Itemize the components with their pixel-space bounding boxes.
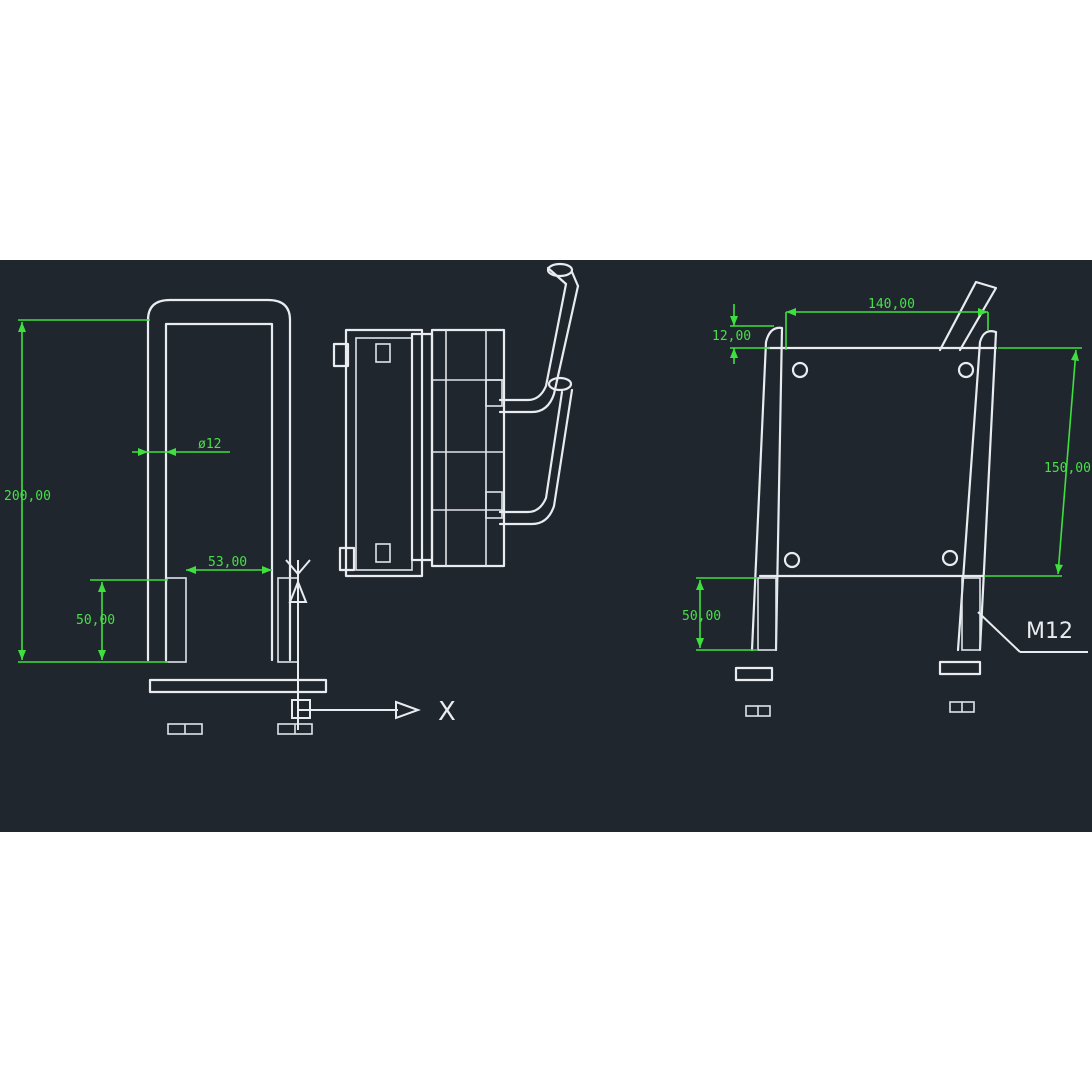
front-view-u-bolt — [146, 298, 328, 735]
thread-leader: M12 — [977, 611, 1088, 653]
dim-thread-length-front: 50,00 — [76, 613, 115, 628]
right-view-dimensions: 140,00 12,00 150,00 50,00 — [682, 297, 1091, 651]
right-view-plate — [734, 280, 998, 717]
cad-drawing-canvas: 200,00 ø12 53,00 50,00 X Y — [0, 260, 1092, 832]
thread-label: M12 — [1026, 619, 1073, 644]
dim-width: 140,00 — [868, 297, 915, 312]
plate-hole-top-left — [791, 361, 809, 379]
right-washer-right — [938, 660, 982, 676]
plate-hole-top-right — [957, 361, 975, 379]
plate-hole-bottom-right — [941, 549, 959, 567]
side-view-clamp-assembly — [332, 262, 580, 578]
dim-hole-spacing: 150,00 — [1044, 461, 1091, 476]
left-thread-leg — [165, 577, 187, 663]
dim-thread-length-right: 50,00 — [682, 609, 721, 624]
ucs-x-label: X — [438, 697, 456, 727]
front-view-dimensions: 200,00 ø12 53,00 50,00 — [4, 319, 272, 663]
front-clamp-plate — [148, 678, 328, 694]
ucs-icon: X Y — [285, 559, 456, 730]
cad-drawing-screen: 200,00 ø12 53,00 50,00 X Y — [0, 260, 1092, 832]
drawing-background — [0, 260, 1092, 832]
plate-hole-bottom-left — [783, 551, 801, 569]
right-left-thread-leg — [757, 577, 777, 651]
dim-offset: 12,00 — [712, 329, 751, 344]
dim-diameter: ø12 — [198, 437, 221, 452]
dim-inner-width: 53,00 — [208, 555, 247, 570]
dim-height-total: 200,00 — [4, 489, 51, 504]
right-washer-left — [734, 666, 774, 682]
